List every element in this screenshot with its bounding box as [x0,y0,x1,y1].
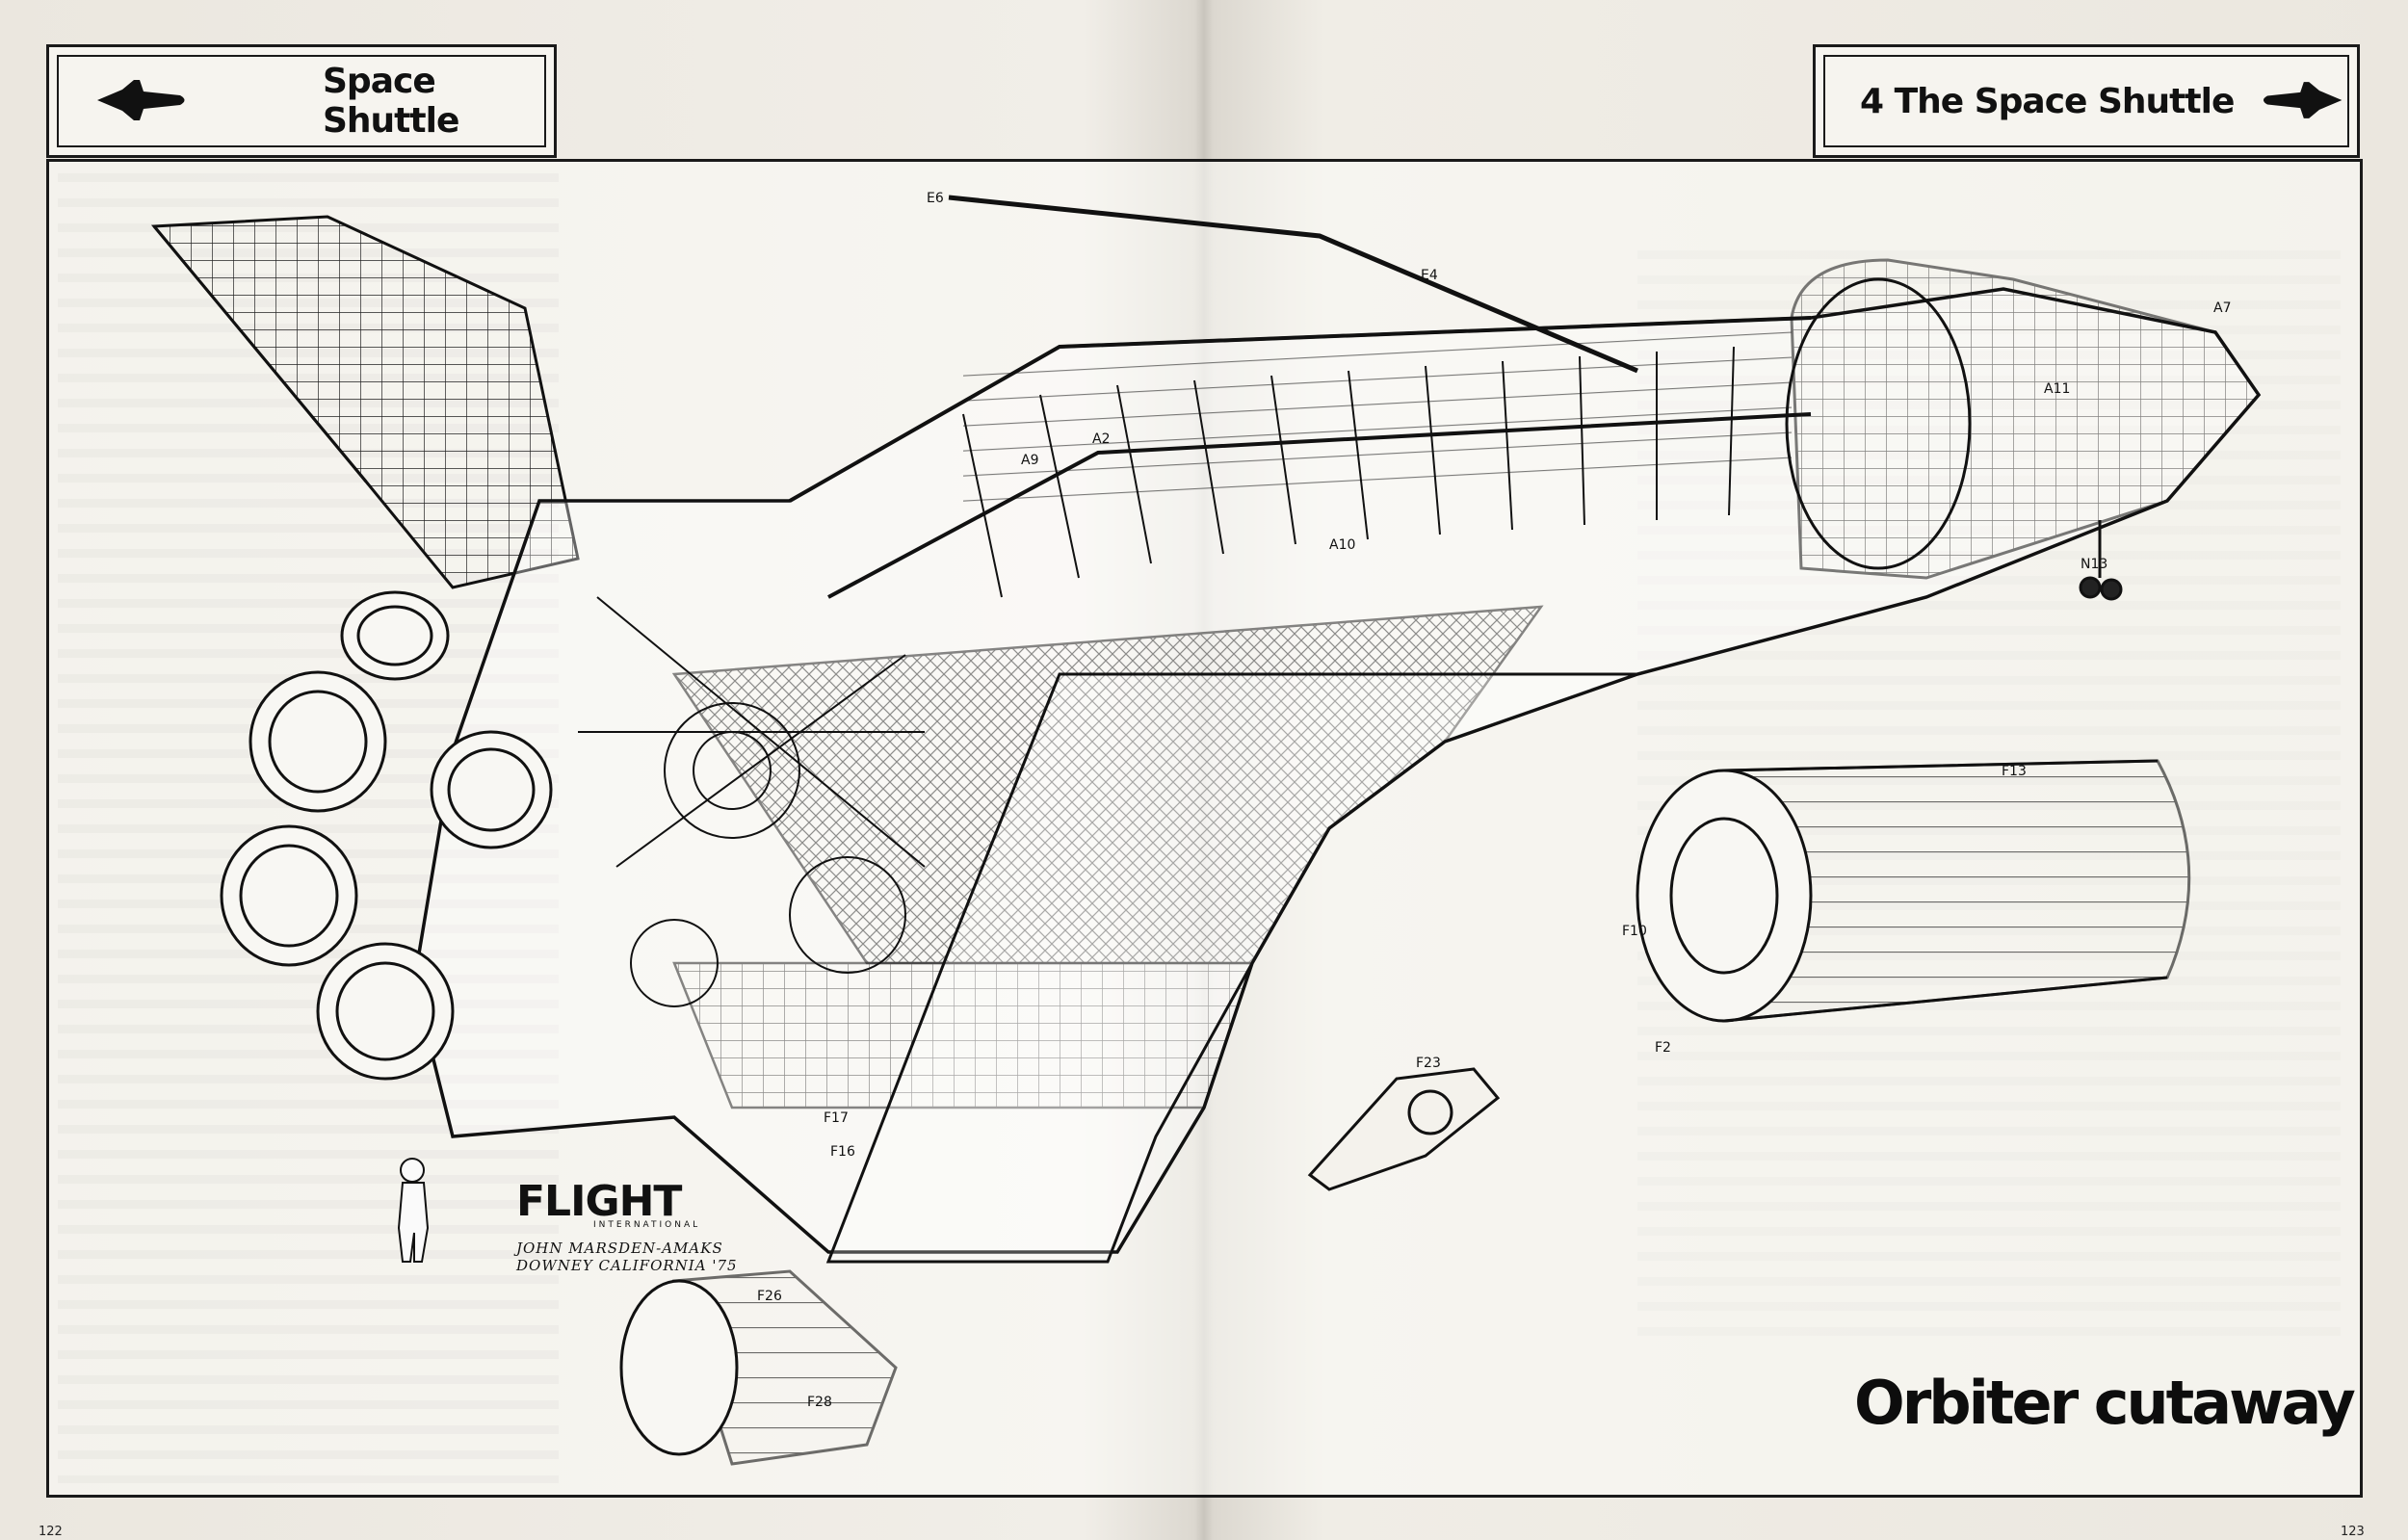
callout-label: F17 [824,1110,849,1126]
engine-compartment [578,596,926,1007]
shuttle-silhouette-icon-right [2263,82,2343,118]
callout-label: A10 [1329,537,1355,553]
callout-label: F16 [830,1144,855,1160]
header-right-inner-border [1823,55,2349,147]
callout-label: E6 [927,191,944,206]
flight-logo-subtitle: INTERNATIONAL [593,1220,701,1230]
callout-label: A9 [1021,453,1038,468]
page-number-left: 122 [39,1525,63,1539]
main-engines [220,590,553,1081]
header-right: 4 The Space Shuttle [1813,44,2360,158]
callout-label: F23 [1416,1056,1441,1071]
callout-label: F26 [757,1289,782,1304]
callout-label: F10 [1622,924,1647,939]
callout-labels: E6 E4 A9 A2 A10 A11 A7 F13 F10 F2 F17 F1… [757,191,2231,1410]
callout-label: A2 [1092,431,1110,447]
header-left: Space Shuttle [46,44,557,158]
page-number-right: 123 [2341,1525,2365,1539]
crew-figure [397,1158,430,1263]
shuttle-silhouette-icon [97,80,185,120]
figure-caption: Orbiter cutaway [1854,1368,2356,1438]
nose-gear [2079,520,2123,601]
callout-label: F2 [1655,1040,1671,1056]
artist-signature-line2: DOWNEY CALIFORNIA '75 [516,1257,738,1274]
vertical-tail [150,215,580,589]
callout-label: F13 [2002,764,2027,779]
external-tank-section [1636,759,2191,1023]
callout-label: N13 [2081,557,2107,572]
booster-nozzle [619,1269,898,1466]
artist-signature-line1: JOHN MARSDEN-AMAKS [516,1240,723,1257]
header-left-inner-border [57,55,546,147]
callout-label: E4 [1421,268,1438,283]
header-right-title: 4 The Space Shuttle [1860,81,2235,121]
callout-label: A7 [2213,300,2231,316]
callout-label: A11 [2044,381,2070,397]
fuselage [412,195,2262,1264]
callout-label: F28 [807,1395,832,1410]
header-left-title: Space Shuttle [323,62,459,141]
booster-nose [1307,1067,1501,1191]
artist-credit: FLIGHT INTERNATIONAL JOHN MARSDEN-AMAKS … [516,1177,738,1274]
flight-logo: FLIGHT [516,1177,682,1226]
